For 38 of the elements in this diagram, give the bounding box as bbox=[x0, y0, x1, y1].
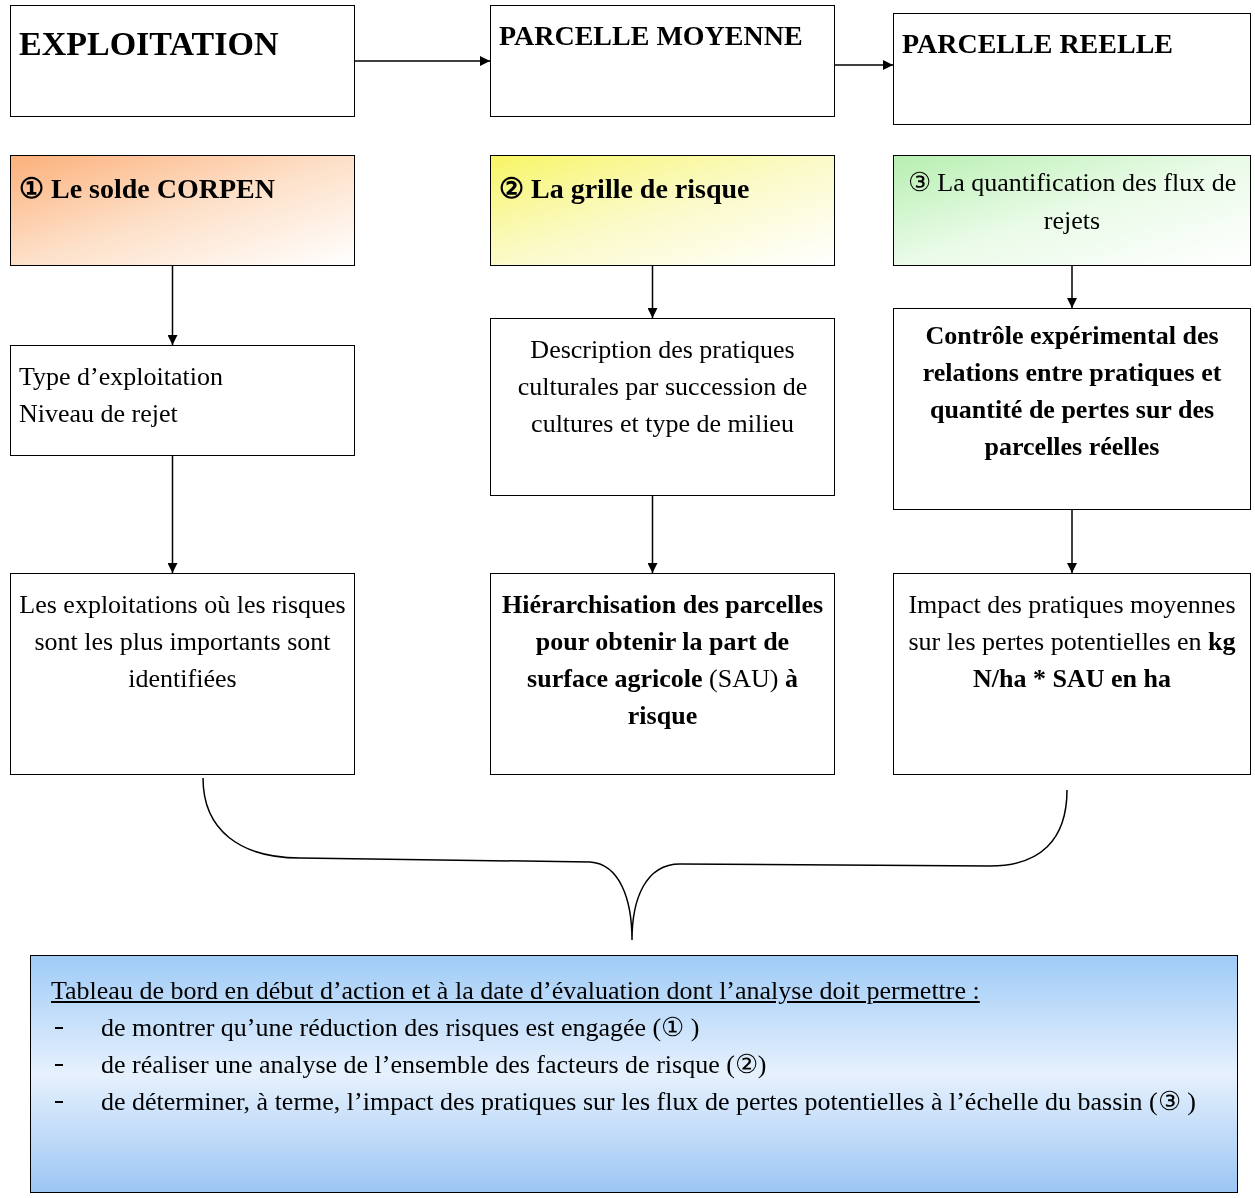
arrow bbox=[834, 60, 894, 70]
process-box bbox=[490, 573, 835, 775]
bullet-text: de réaliser une analyse de l’ensemble des facteurs de risque (②) bbox=[101, 1049, 767, 1081]
bullet-text: de montrer qu’une réduction des risques est engagée (① ) bbox=[101, 1012, 700, 1044]
process-box bbox=[893, 13, 1251, 125]
process-box bbox=[490, 5, 835, 117]
box-text: Les exploitations où les risques sont les plus importants sont identifiées bbox=[19, 589, 346, 695]
box-text: Type d’exploitation bbox=[19, 361, 223, 393]
process-box bbox=[10, 155, 355, 266]
box-text: Hiérarchisation des parcelles pour obtenir la part de surface agricole (SAU) à risque bbox=[500, 589, 825, 732]
box-title: PARCELLE REELLE bbox=[902, 27, 1173, 61]
box-text: Contrôle expérimental des relations entre pratiques et quantité de pertes sur des parcelles réelles bbox=[921, 320, 1223, 463]
process-box bbox=[893, 573, 1251, 775]
arrow bbox=[354, 56, 491, 66]
arrow bbox=[167, 455, 178, 574]
bullet-text: de déterminer, à terme, l’impact des pratiques sur les flux de pertes potentielles à l’échelle du bassin (③ ) bbox=[101, 1086, 1196, 1118]
arrow bbox=[1067, 509, 1077, 574]
process-box bbox=[893, 308, 1251, 510]
arrow bbox=[1067, 265, 1077, 309]
process-box bbox=[490, 318, 835, 496]
box-text: ③ La quantification des flux de rejets bbox=[906, 167, 1238, 237]
box-text: ② La grille de risque bbox=[499, 172, 750, 206]
process-box bbox=[10, 573, 355, 775]
process-box bbox=[893, 155, 1251, 266]
process-box bbox=[10, 5, 355, 117]
arrow bbox=[167, 265, 178, 346]
box-title: EXPLOITATION bbox=[19, 24, 279, 64]
panel-heading: Tableau de bord en début d’action et à la date d’évaluation dont l’analyse doit permettre : bbox=[51, 975, 980, 1007]
box-text: Niveau de rejet bbox=[19, 398, 178, 430]
box-text: Description des pratiques culturales par succession de cultures et type de milieu bbox=[516, 334, 809, 440]
arrow bbox=[647, 495, 658, 574]
process-box bbox=[490, 155, 835, 266]
summary-panel bbox=[30, 955, 1238, 1193]
arrow bbox=[647, 265, 658, 319]
box-title: PARCELLE MOYENNE bbox=[499, 19, 803, 53]
process-box bbox=[10, 345, 355, 456]
box-text: ① Le solde CORPEN bbox=[19, 172, 275, 206]
box-text: Impact des pratiques moyennes sur les pertes potentielles en kg N/ha * SAU en ha bbox=[907, 589, 1237, 695]
